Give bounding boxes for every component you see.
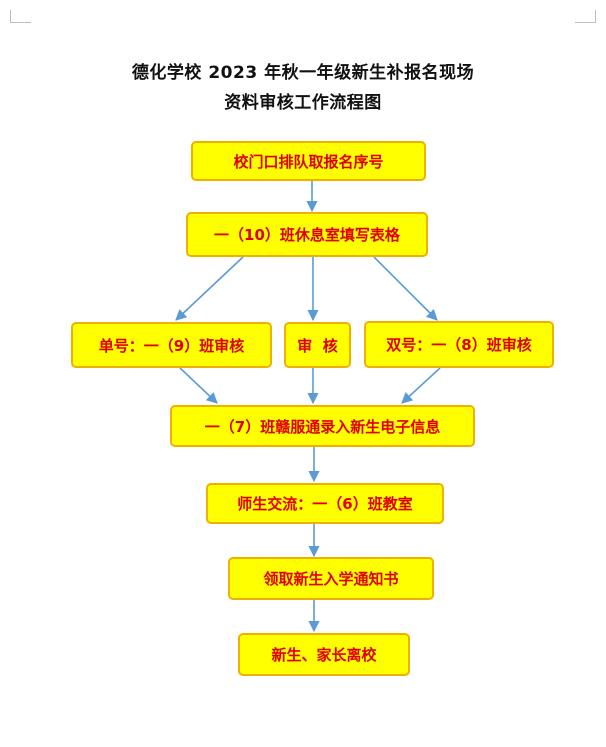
- step-queue-box: 校门口排队取报名序号: [191, 141, 426, 181]
- step-notice-box: 领取新生入学通知书: [228, 557, 434, 600]
- arrow-even-to-entry: [401, 367, 441, 404]
- page-corner-mark-left: [10, 10, 31, 23]
- step-entry-box: 一（7）班赣服通录入新生电子信息: [170, 405, 475, 447]
- title-line-2: 资料审核工作流程图: [224, 93, 382, 113]
- arrow-form-to-even: [373, 256, 438, 321]
- arrow-form-to-odd: [175, 256, 244, 321]
- step-fill-form-box: 一（10）班休息室填写表格: [186, 212, 428, 257]
- step-leave-box: 新生、家长离校: [238, 633, 410, 676]
- arrow-odd-to-entry: [179, 367, 218, 404]
- step-odd-review-box: 单号：一（9）班审核: [71, 322, 272, 368]
- page-corner-mark-right: [575, 10, 596, 23]
- step-even-review-box: 双号：一（8）班审核: [364, 321, 554, 368]
- title-line-1: 德化学校 2023 年秋一年级新生补报名现场: [131, 63, 475, 83]
- step-review-box: 审 核: [284, 322, 351, 368]
- step-talk-box: 师生交流：一（6）班教室: [206, 483, 444, 524]
